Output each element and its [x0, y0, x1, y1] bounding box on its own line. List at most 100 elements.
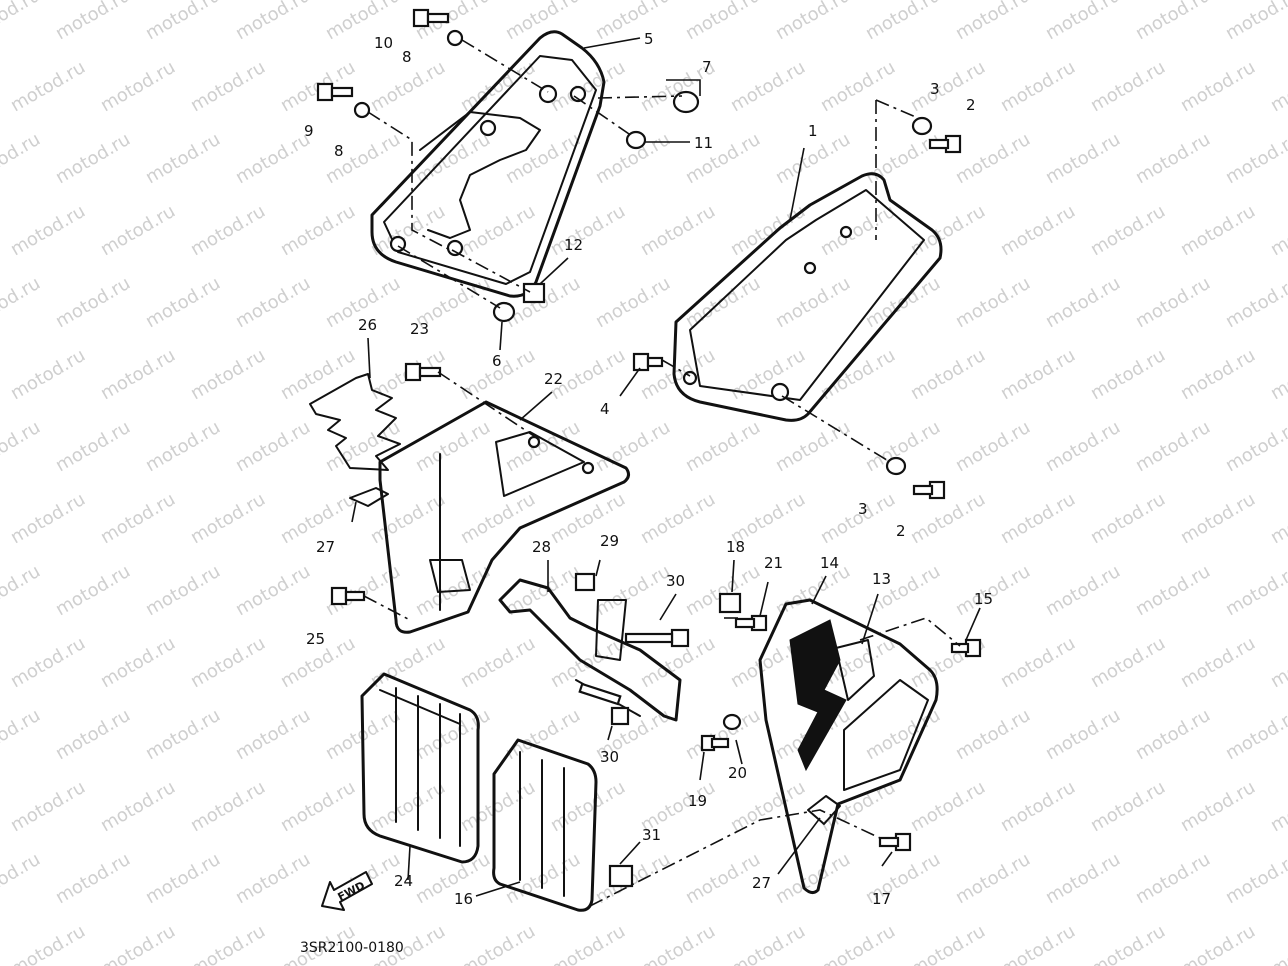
- watermark-text: motod.ru: [682, 705, 764, 764]
- watermark-text: motod.ru: [1177, 57, 1259, 116]
- callout-12: 12: [564, 236, 583, 254]
- watermark-text: motod.ru: [142, 705, 224, 764]
- watermark-text: motod.ru: [142, 129, 224, 188]
- watermark-text: motod.ru: [232, 273, 314, 332]
- callout-29: 29: [600, 532, 619, 550]
- watermark-text: motod.ru: [232, 0, 314, 44]
- watermark-text: motod.ru: [547, 57, 629, 116]
- watermark-text: motod.ru: [97, 201, 179, 260]
- callout-5: 5: [644, 30, 654, 48]
- watermark-text: motod.ru: [547, 201, 629, 260]
- callout-9: 9: [304, 122, 314, 140]
- watermark-text: motod.ru: [1267, 57, 1288, 116]
- callout-31: 31: [642, 826, 661, 844]
- watermark-text: motod.ru: [97, 633, 179, 692]
- callout-1: 1: [808, 122, 818, 140]
- watermark-text: motod.ru: [1177, 921, 1259, 966]
- watermark-text: motod.ru: [457, 57, 539, 116]
- watermark-text: motod.ru: [187, 921, 269, 966]
- callout-20: 20: [728, 764, 747, 782]
- watermark-text: motod.ru: [817, 921, 899, 966]
- callout-4: 4: [600, 400, 610, 418]
- watermark-text: motod.ru: [772, 0, 854, 44]
- watermark-text: motod.ru: [907, 921, 989, 966]
- watermark-text: motod.ru: [52, 273, 134, 332]
- callout-3: 3: [858, 500, 868, 518]
- callout-10: 10: [374, 34, 393, 52]
- watermark-text: motod.ru: [1222, 849, 1288, 908]
- part-26-decal: [309, 373, 401, 471]
- callout-27: 27: [316, 538, 335, 556]
- watermark-text: motod.ru: [142, 417, 224, 476]
- watermark-text: motod.ru: [1222, 273, 1288, 332]
- part-22-side-panel-left: [378, 400, 631, 634]
- part-14-graphic-decal: [789, 619, 847, 772]
- watermark-text: motod.ru: [592, 273, 674, 332]
- watermark-text: motod.ru: [502, 0, 584, 44]
- watermark-text: motod.ru: [412, 417, 494, 476]
- watermark-text: motod.ru: [457, 633, 539, 692]
- watermark-text: motod.ru: [1087, 777, 1169, 836]
- watermark-text: motod.ru: [682, 417, 764, 476]
- watermark-text: motod.ru: [637, 201, 719, 260]
- watermark-text: motod.ru: [232, 705, 314, 764]
- watermark-text: motod.ru: [997, 777, 1079, 836]
- watermark-text: motod.ru: [52, 561, 134, 620]
- watermark-text: motod.ru: [277, 345, 359, 404]
- watermark-text: motod.ru: [142, 849, 224, 908]
- watermark-text: motod.ru: [187, 57, 269, 116]
- watermark-text: motod.ru: [1222, 0, 1288, 44]
- watermark-text: motod.ru: [0, 705, 44, 764]
- watermark-text: motod.ru: [1042, 849, 1124, 908]
- watermark-text: motod.ru: [97, 489, 179, 548]
- watermark-text: motod.ru: [952, 417, 1034, 476]
- watermark-text: motod.ru: [1132, 417, 1214, 476]
- watermark-text: motod.ru: [1177, 777, 1259, 836]
- watermark-text: motod.ru: [232, 417, 314, 476]
- watermark-text: motod.ru: [277, 777, 359, 836]
- watermark-text: motod.ru: [907, 201, 989, 260]
- watermark-text: motod.ru: [997, 201, 1079, 260]
- callout-8: 8: [334, 142, 344, 160]
- watermark-text: motod.ru: [412, 705, 494, 764]
- callout-14: 14: [820, 554, 839, 572]
- callout-27: 27: [752, 874, 771, 892]
- watermark-text: motod.ru: [817, 57, 899, 116]
- watermark-text: motod.ru: [1087, 57, 1169, 116]
- watermark-text: motod.ru: [0, 417, 44, 476]
- part-24-radiator-guard-left: [360, 672, 480, 864]
- watermark-text: motod.ru: [907, 489, 989, 548]
- watermark-text: motod.ru: [637, 921, 719, 966]
- watermark-text: motod.ru: [592, 0, 674, 44]
- part-27-pad-left: [349, 487, 389, 507]
- watermark-text: motod.ru: [187, 489, 269, 548]
- callout-13: 13: [872, 570, 891, 588]
- watermark-text: motod.ru: [592, 561, 674, 620]
- part-16-radiator-guard-right: [492, 738, 598, 912]
- watermark-text: motod.ru: [1042, 273, 1124, 332]
- assembly-lines: [363, 39, 961, 907]
- watermark-text: motod.ru: [0, 561, 44, 620]
- watermark-text: motod.ru: [547, 777, 629, 836]
- watermark-text: motod.ru: [7, 633, 89, 692]
- callout-30: 30: [666, 572, 685, 590]
- watermark-text: motod.ru: [952, 0, 1034, 44]
- callout-19: 19: [688, 792, 707, 810]
- watermark-text: motod.ru: [232, 561, 314, 620]
- watermark-text: motod.ru: [1267, 345, 1288, 404]
- watermark-text: motod.ru: [1042, 561, 1124, 620]
- watermark-text: motod.ru: [277, 201, 359, 260]
- watermark-text: motod.ru: [727, 201, 809, 260]
- watermark-text: motod.ru: [682, 273, 764, 332]
- watermark-text: motod.ru: [367, 777, 449, 836]
- watermark-text: motod.ru: [637, 345, 719, 404]
- watermark-text: motod.ru: [7, 57, 89, 116]
- watermark-text: motod.ru: [187, 201, 269, 260]
- callout-15: 15: [974, 590, 993, 608]
- callout-11: 11: [694, 134, 713, 152]
- watermark-text: motod.ru: [457, 921, 539, 966]
- watermark-text: motod.ru: [1132, 561, 1214, 620]
- watermark-text: motod.ru: [862, 129, 944, 188]
- watermark-text: motod.ru: [682, 0, 764, 44]
